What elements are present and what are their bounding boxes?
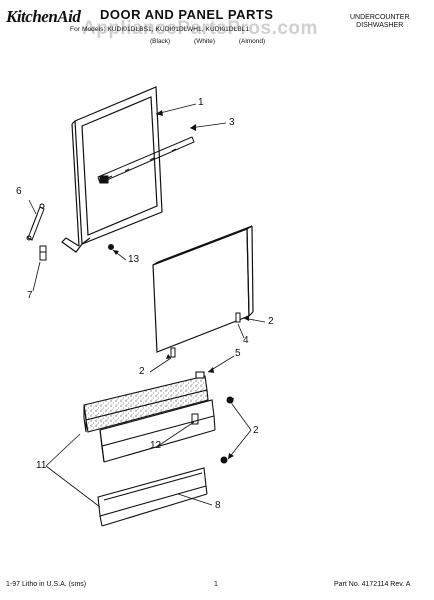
callout-7: 7 (27, 290, 33, 301)
footer-litho: 1-97 Litho in U.S.A. (sms) (6, 581, 87, 588)
model-colors: (Black) (White) (Almond) (150, 38, 287, 45)
category-line-2: DISHWASHER (356, 22, 404, 29)
watermark: AppliancePartsPros.com (82, 18, 318, 39)
category-line-1: UNDERCOUNTER (350, 14, 410, 21)
footer-page-number: 1 (214, 581, 218, 588)
footer-part-number: Part No. 4172114 Rev. A (334, 581, 411, 588)
callout-12: 12 (150, 440, 162, 451)
color-almond: (Almond) (238, 38, 266, 45)
color-black: (Black) (150, 38, 171, 45)
callout-13: 13 (128, 254, 140, 265)
door-frame-part (61, 86, 163, 253)
screw-part-13 (108, 244, 114, 250)
callout-11: 11 (36, 460, 47, 471)
callout-4: 4 (243, 335, 249, 346)
callout-2-panel: 2 (268, 316, 274, 327)
arrow-heads (113, 110, 249, 459)
panel-part (152, 225, 254, 353)
callout-2-lower: 2 (139, 366, 145, 377)
appliance-category: UNDERCOUNTER DISHWASHER (350, 14, 410, 30)
clip-part-12 (191, 413, 199, 425)
brand-logo: KitchenAid (6, 7, 81, 26)
callout-8: 8 (215, 500, 221, 511)
callout-6: 6 (16, 186, 22, 197)
bottom-panel-part (97, 467, 208, 527)
model-numbers: For Models: KUDI01DLBS1, KUDI01DLWH1, KU… (70, 26, 250, 33)
bracket-strip-part (97, 136, 195, 184)
color-white: (White) (194, 38, 215, 45)
spring-part (26, 203, 45, 241)
page-title: DOOR AND PANEL PARTS (100, 7, 274, 22)
trim-panel-assembly-part (83, 371, 216, 463)
callout-5: 5 (235, 348, 241, 359)
callout-1: 1 (198, 97, 204, 108)
clip-part (39, 245, 47, 261)
leader-lines (28, 103, 266, 508)
callout-2-right: 2 (253, 425, 259, 436)
callout-3: 3 (229, 117, 235, 128)
